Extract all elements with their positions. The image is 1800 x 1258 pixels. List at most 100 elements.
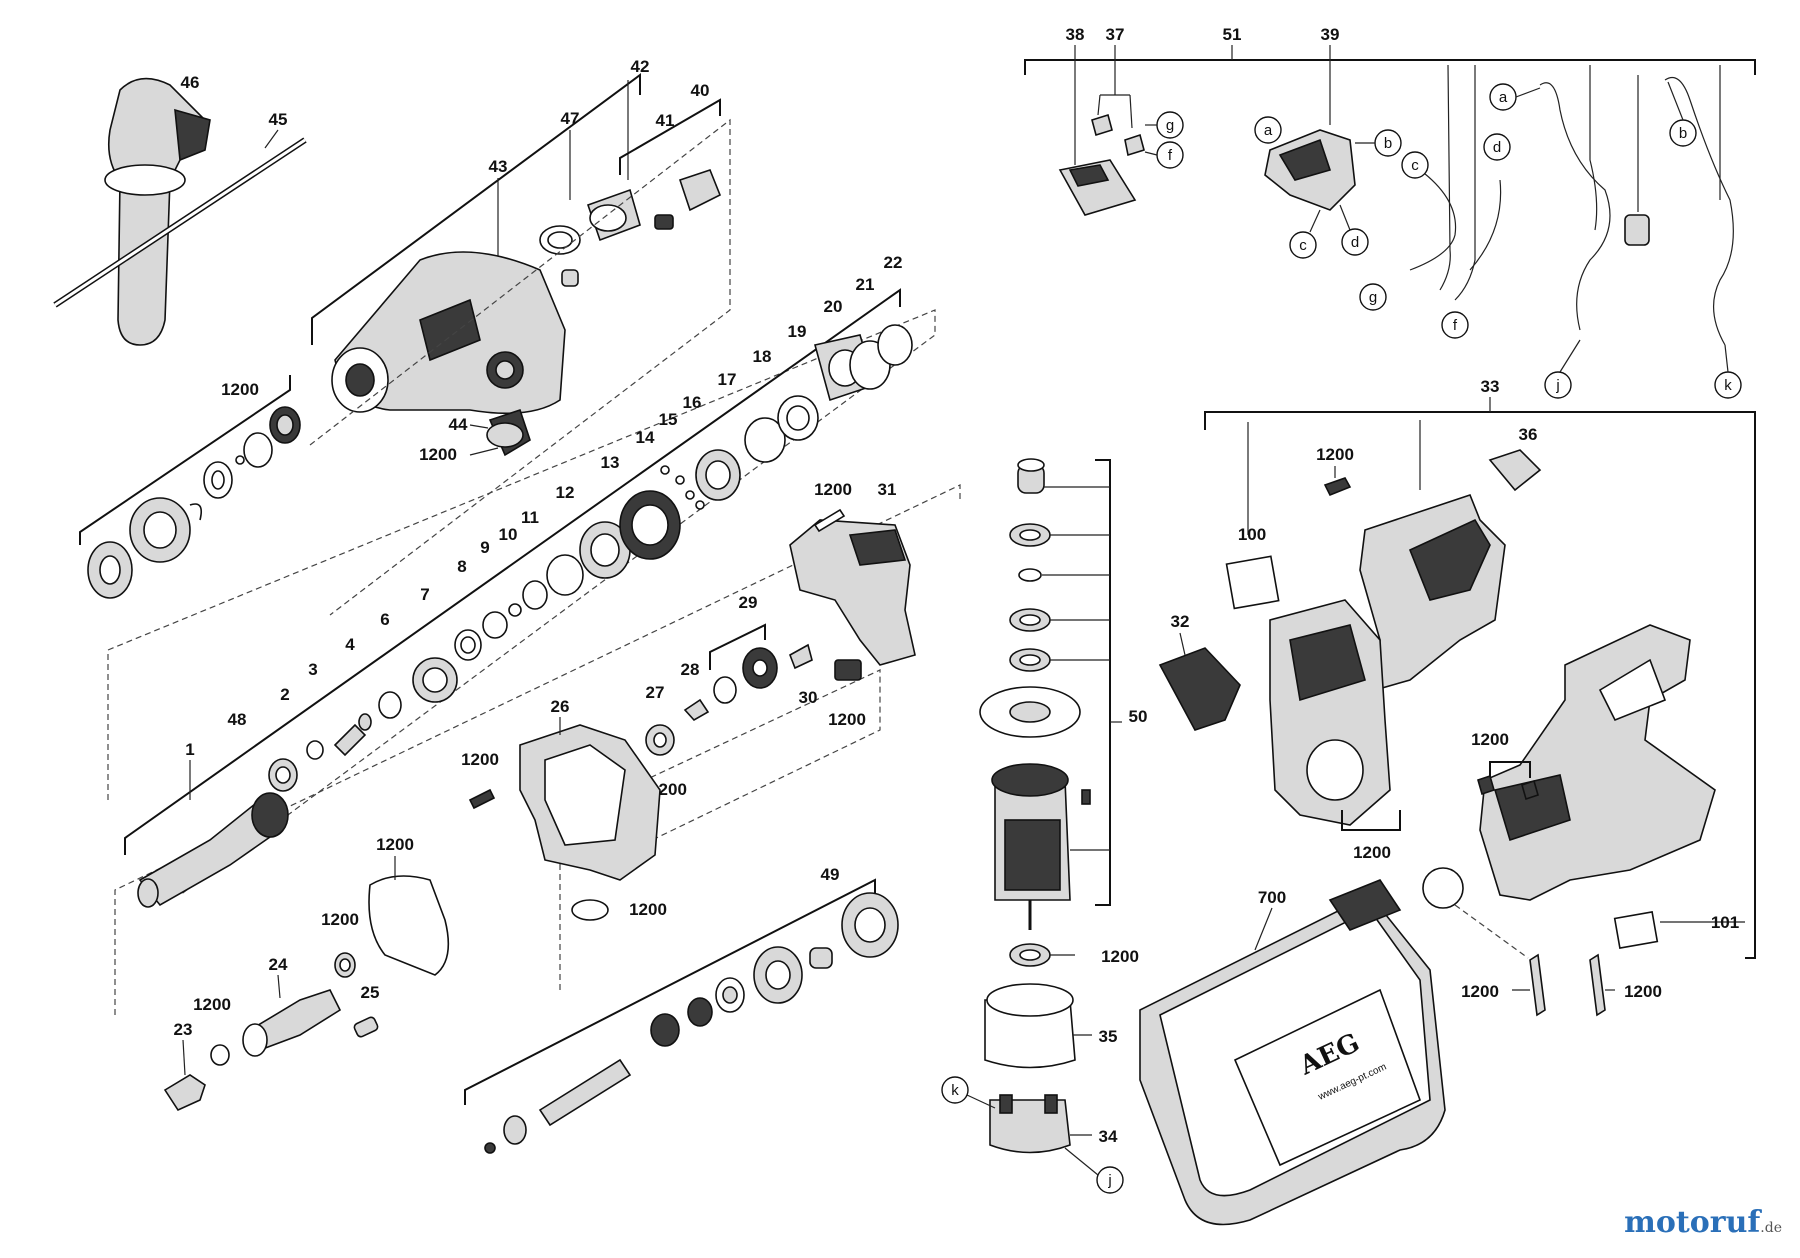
chuck-parts	[87, 406, 301, 599]
side-handle-clamp	[174, 108, 211, 162]
label-32: 32	[1171, 612, 1190, 631]
side-handle-group	[53, 77, 307, 346]
label-33: 33	[1481, 377, 1500, 396]
label-45: 45	[269, 110, 288, 129]
label-4: 4	[345, 635, 355, 654]
circle-k2: k	[951, 1082, 959, 1099]
label-48: 48	[228, 710, 247, 729]
label-14: 14	[636, 428, 655, 447]
label-1200-c: 1200	[814, 480, 852, 499]
circle-j1: j	[1555, 377, 1559, 394]
label-28: 28	[681, 660, 700, 679]
label-13: 13	[601, 453, 620, 472]
label-101: 101	[1711, 913, 1739, 932]
label-51: 51	[1223, 25, 1242, 44]
side-handle-ring	[104, 164, 186, 196]
label-10: 10	[499, 525, 518, 544]
circle-d1: d	[1351, 234, 1359, 251]
label-plate-100	[1225, 555, 1280, 610]
label-1200-o: 1200	[1624, 982, 1662, 1001]
spring-41	[654, 214, 674, 230]
label-23: 23	[174, 1020, 193, 1039]
label-11: 11	[521, 508, 539, 527]
label-26: 26	[551, 697, 570, 716]
label-49: 49	[821, 865, 840, 884]
label-47: 47	[561, 109, 580, 128]
label-29: 29	[739, 593, 758, 612]
label-12: 12	[556, 483, 575, 502]
label-18: 18	[753, 347, 772, 366]
label-39: 39	[1321, 25, 1340, 44]
label-8: 8	[457, 557, 466, 576]
label-3: 3	[308, 660, 317, 679]
label-1200-a: 1200	[419, 445, 457, 464]
circle-b2: b	[1679, 125, 1687, 142]
circle-c1: c	[1299, 237, 1307, 254]
circle-c2: c	[1411, 157, 1419, 174]
label-50: 50	[1129, 707, 1148, 726]
label-44: 44	[449, 415, 468, 434]
label-1200-h: 1200	[376, 835, 414, 854]
intermediate-shaft-parts	[484, 892, 899, 1154]
gasket-1200	[368, 875, 450, 976]
label-1200-l: 1200	[1471, 730, 1509, 749]
label-24: 24	[269, 955, 288, 974]
circle-g1: g	[1166, 117, 1174, 134]
carry-case-700: AEG www.aeg-pt.com	[1139, 879, 1446, 1226]
label-1200-n: 1200	[1461, 982, 1499, 1001]
label-40: 40	[691, 81, 710, 100]
battery-latch-32	[1158, 647, 1241, 731]
label-16: 16	[683, 393, 702, 412]
circle-f1: f	[1168, 147, 1173, 164]
circle-a2: a	[1499, 89, 1508, 106]
label-34: 34	[1099, 1127, 1118, 1146]
watermark-main: motoruf	[1624, 1205, 1761, 1240]
label-1200-b: 1200	[221, 380, 259, 399]
circle-g2: g	[1369, 289, 1377, 306]
label-36: 36	[1519, 425, 1538, 444]
label-17: 17	[718, 370, 737, 389]
watermark-logo: motoruf.de	[1624, 1205, 1782, 1240]
label-20: 20	[824, 297, 843, 316]
label-27: 27	[646, 683, 665, 702]
label-46: 46	[181, 73, 200, 92]
label-7: 7	[420, 585, 429, 604]
label-9: 9	[480, 538, 489, 557]
circle-f2: f	[1453, 317, 1458, 334]
label-30: 30	[799, 688, 818, 707]
label-1200-m: 1200	[1353, 843, 1391, 862]
label-1200-j: 1200	[1101, 947, 1139, 966]
motor-parts	[979, 458, 1091, 1154]
label-6: 6	[380, 610, 389, 629]
label-43: 43	[489, 157, 508, 176]
label-21: 21	[856, 275, 875, 294]
label-42: 42	[631, 57, 650, 76]
label-1: 1	[185, 740, 194, 759]
watermark-tld: .de	[1760, 1220, 1782, 1236]
label-1200-g: 1200	[629, 900, 667, 919]
label-37: 37	[1106, 25, 1125, 44]
circle-d2: d	[1493, 139, 1501, 156]
motor-leaders	[1042, 486, 1110, 1136]
label-22: 22	[884, 253, 903, 272]
label-700: 700	[1258, 888, 1286, 907]
label-15: 15	[659, 410, 678, 429]
label-25: 25	[361, 983, 380, 1002]
axis-parts	[268, 324, 913, 792]
cover-36	[1488, 449, 1542, 492]
label-31: 31	[878, 480, 897, 499]
label-2: 2	[280, 685, 289, 704]
label-100: 100	[1238, 525, 1266, 544]
bushing-47b	[561, 269, 579, 287]
label-38: 38	[1066, 25, 1085, 44]
label-1200-f: 1200	[461, 750, 499, 769]
switch-40	[678, 169, 722, 212]
circle-j2: j	[1107, 1172, 1111, 1189]
circle-k1: k	[1724, 377, 1732, 394]
label-35: 35	[1099, 1027, 1118, 1046]
label-1200-p: 1200	[193, 995, 231, 1014]
circle-b1: b	[1384, 135, 1392, 152]
piston-23	[163, 1074, 206, 1112]
label-1200-k: 1200	[1316, 445, 1354, 464]
